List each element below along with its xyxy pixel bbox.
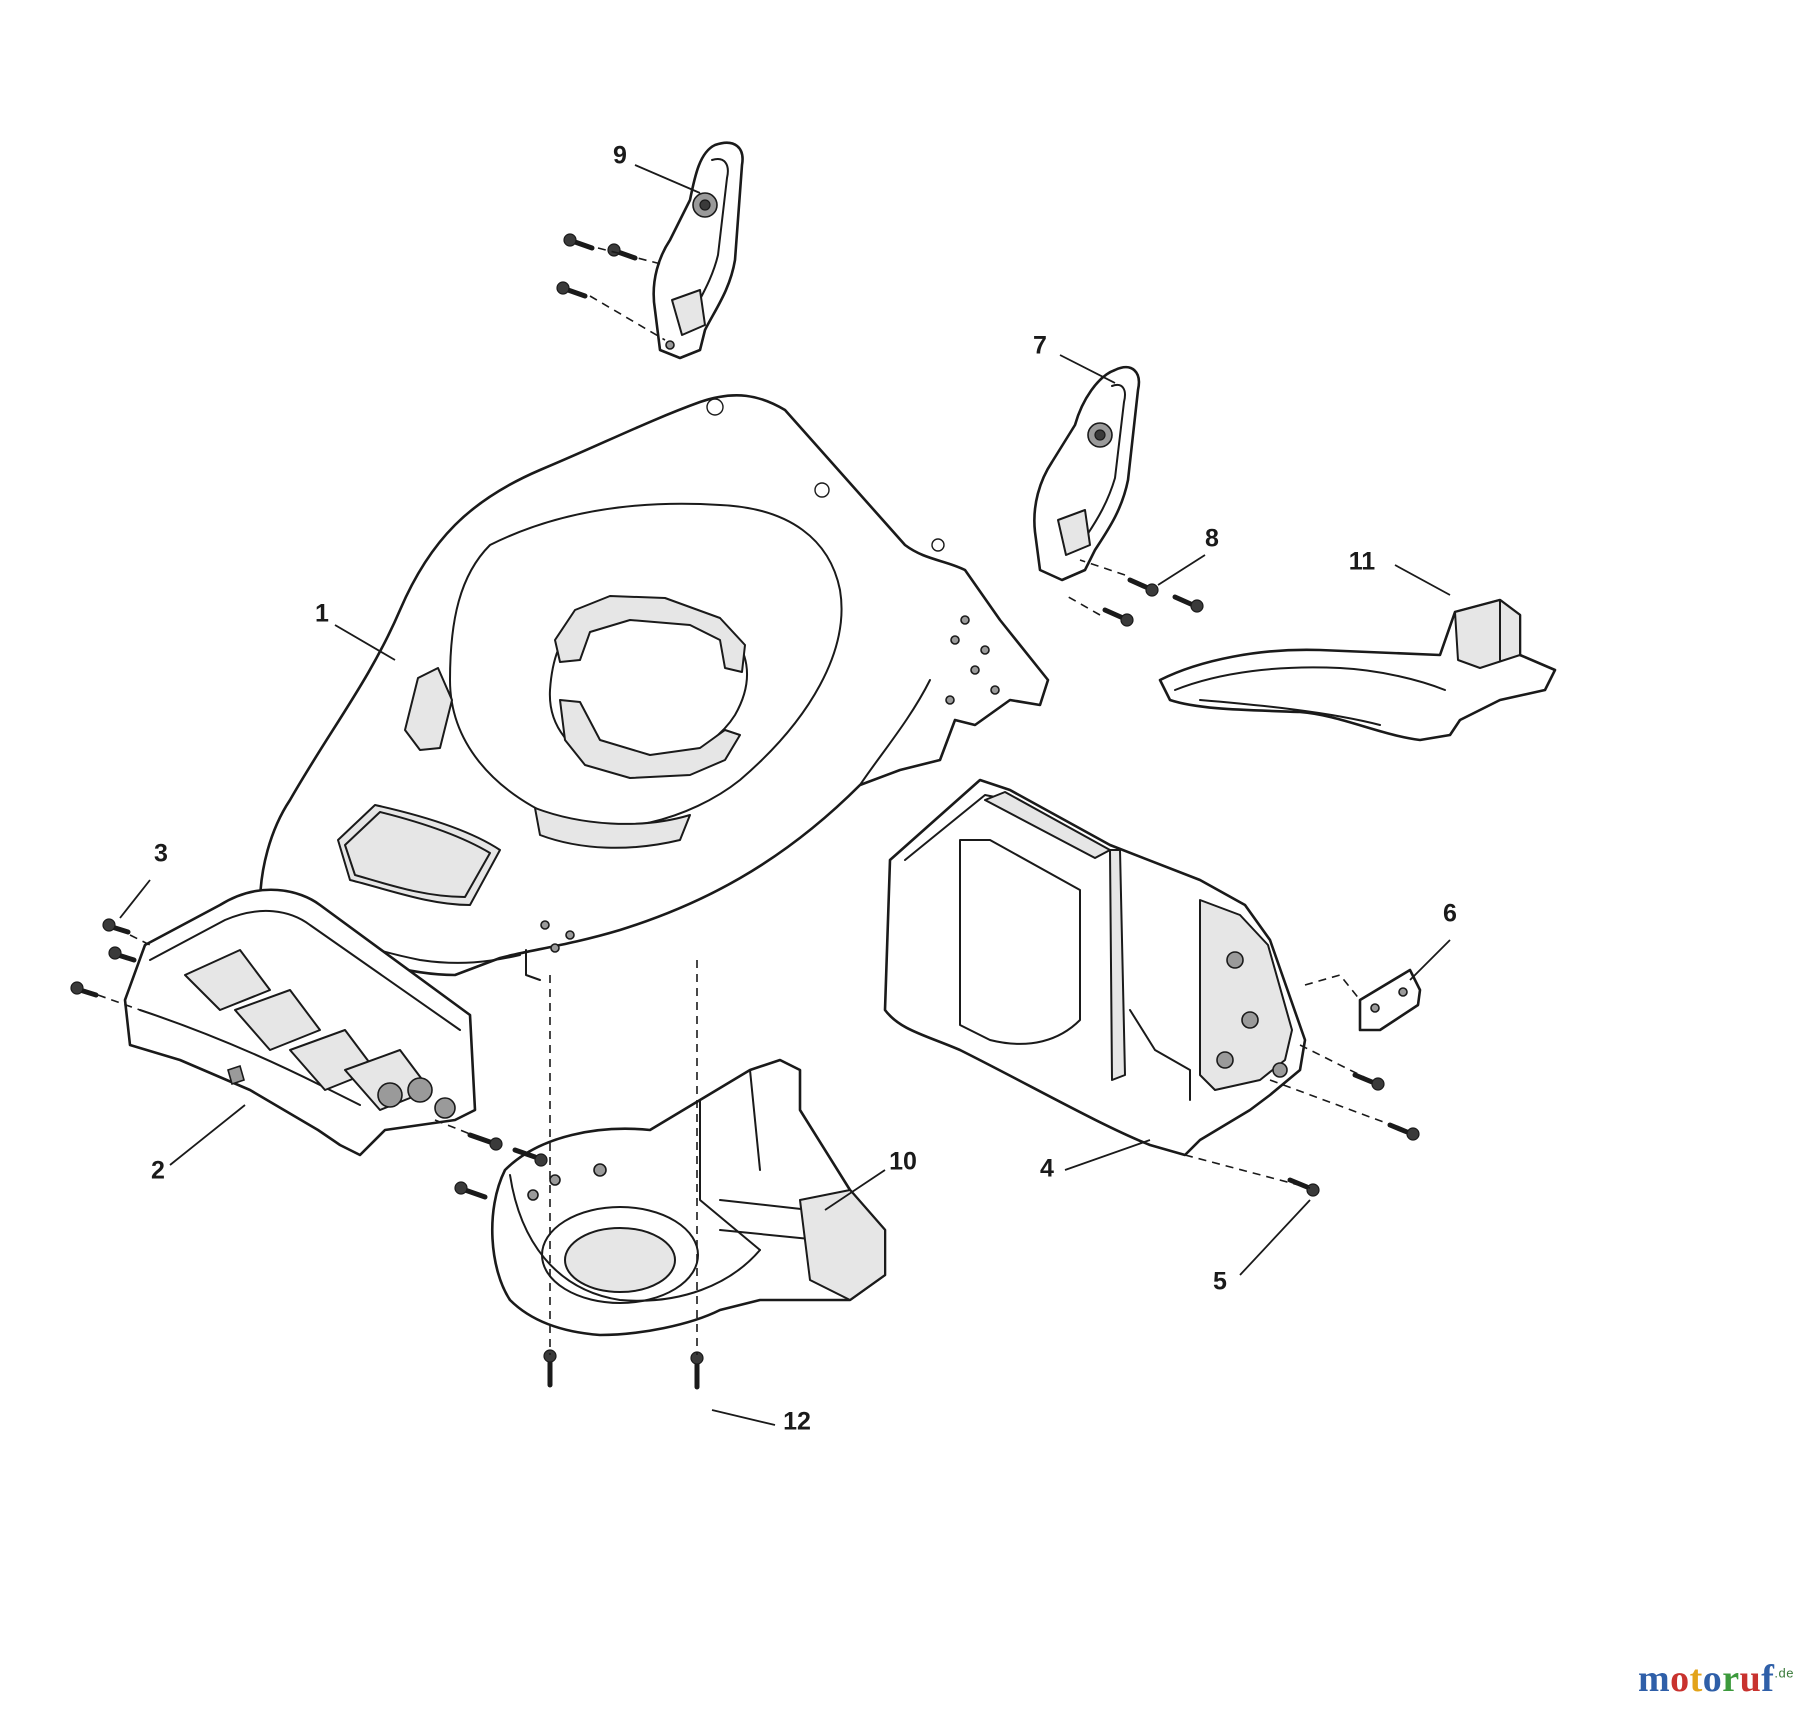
watermark-letter: t: [1689, 1658, 1703, 1700]
watermark-letter: u: [1739, 1658, 1762, 1700]
callout-6: 6: [1443, 900, 1457, 928]
leader-lines: [119, 164, 1451, 1426]
part-11-discharge-flap[interactable]: [1158, 598, 1557, 742]
callout-7: 7: [1033, 332, 1047, 360]
callout-4: 4: [1040, 1155, 1054, 1183]
screws: [70, 233, 1420, 1390]
watermark-suffix: .de: [1774, 1665, 1794, 1681]
watermark-letter: m: [1637, 1658, 1671, 1700]
watermark-letter: f: [1761, 1658, 1775, 1700]
callout-11: 11: [1349, 548, 1376, 576]
part-10-baffle[interactable]: [490, 1058, 887, 1337]
callout-5: 5: [1213, 1268, 1227, 1296]
part-1-deck[interactable]: [258, 394, 1050, 981]
assembly-lines: [97, 247, 1406, 1355]
watermark-letter: o: [1702, 1658, 1723, 1700]
part-4-grass-bag-frame[interactable]: [883, 778, 1307, 1157]
watermark-letter: r: [1722, 1658, 1740, 1700]
callout-labels: 1 2 3 4 5 6 7 8 9 10 11 12: [151, 142, 1457, 1436]
part-2-front-cover[interactable]: [123, 888, 477, 1157]
watermark-logo: motoruf.de: [1638, 1657, 1794, 1701]
callout-10: 10: [889, 1148, 917, 1176]
callout-8: 8: [1205, 525, 1219, 553]
callout-2: 2: [151, 1157, 165, 1185]
callout-1: 1: [315, 600, 329, 628]
part-6-plate[interactable]: [1358, 968, 1422, 1032]
callout-12: 12: [783, 1408, 811, 1436]
watermark-letter: o: [1670, 1658, 1690, 1700]
callout-9: 9: [613, 142, 627, 170]
callout-3: 3: [154, 840, 168, 868]
part-7-handle-bracket-right[interactable]: [1033, 365, 1141, 582]
part-9-handle-bracket-left[interactable]: [652, 141, 744, 360]
